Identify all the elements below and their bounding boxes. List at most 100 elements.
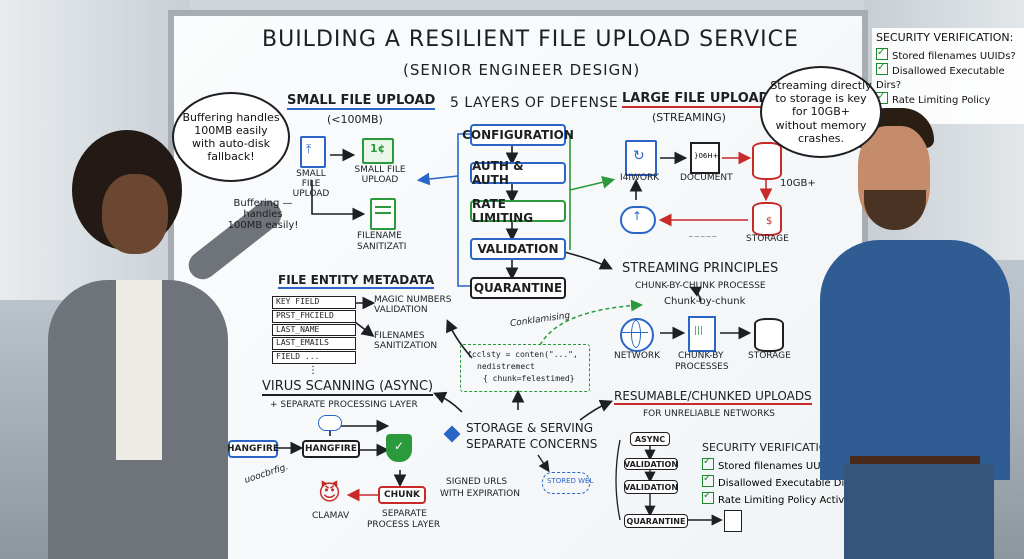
separate-label: SEPARATE (382, 509, 427, 519)
upload-file-icon: ⤒ (300, 136, 326, 168)
large-upload-heading: LARGE FILE UPLOAD (622, 91, 770, 109)
storage-serving-label: STORAGE & SERVING (466, 421, 594, 435)
check-icon (876, 61, 888, 76)
storage-db-icon: $ (752, 202, 782, 236)
expiration-label: WITH EXPIRATION (440, 489, 520, 499)
large-upload-sub: (STREAMING) (652, 111, 726, 124)
stored-well-text: STORED WEL (547, 477, 594, 485)
chunk-label: Chunk-by-chunk (664, 296, 746, 307)
buffering-note: Buffering — handles 100MB easily! (227, 198, 299, 231)
sanitize-doc-icon (370, 198, 396, 230)
presenter-left (20, 130, 287, 559)
speech-bubble-left: Buffering handles 100MB easily with auto… (172, 92, 290, 182)
database-red-icon (752, 142, 782, 180)
money-doc-icon: 1¢ (362, 138, 394, 164)
check-icon (876, 46, 888, 60)
streaming-heading: STREAMING PRINCIPLES (622, 261, 779, 276)
document-icon-label: }06H+ (694, 152, 719, 160)
sanitizati-label: SANITIZATI (357, 242, 407, 252)
validation-box-2: VALIDATION (624, 480, 678, 494)
chunk-by-label: CHUNK-BY (678, 351, 724, 361)
magic-numbers-label: MAGIC NUMBERS VALIDATION (374, 295, 452, 315)
security-corner-item: Stored filenames UUIDs? (876, 46, 1022, 64)
metadata-field: PRST_FHCIELD (272, 309, 356, 323)
network-label-large: I4IWORK (620, 173, 660, 183)
code-line-2: nedistremect (477, 362, 535, 371)
small-upload-heading: SMALL FILE UPLOAD (287, 93, 436, 111)
page-title: BUILDING A RESILIENT FILE UPLOAD SERVICE (262, 27, 799, 52)
small-upload-limit: (<100MB) (327, 113, 383, 126)
clamav-label: CLAMAV (312, 511, 350, 521)
validation-box-1: VALIDATION (623, 458, 679, 470)
resumable-heading: RESUMABLE/CHUNKED UPLOADS (614, 389, 812, 406)
refresh-doc-icon: ↻ (625, 140, 657, 176)
jeans-shape (844, 464, 994, 559)
presenter-right (800, 100, 1024, 559)
check-icon (702, 490, 714, 505)
globe-icon (620, 318, 654, 352)
layer-configuration: CONFIGURATION (462, 124, 574, 146)
document-icon: }06H+ (690, 142, 720, 174)
storage-label: STORAGE (748, 351, 791, 361)
cloud-upload-icon: ↑ (620, 206, 656, 234)
security-board-item: Disallowed Executable Dirs? (702, 473, 872, 489)
filename-label: FILENAME (357, 231, 402, 241)
security-board-heading: SECURITY VERIFICATION: (702, 441, 840, 454)
metadata-field: LAST_NAME (272, 323, 356, 337)
face-shape (102, 174, 168, 254)
virus-heading: VIRUS SCANNING (ASYNC) (262, 379, 434, 397)
hangfire-box-2: HANGFIRE (302, 440, 360, 458)
belt-shape (850, 456, 980, 464)
streaming-sub: CHUNK-BY-CHUNK PROCESSE (635, 281, 766, 291)
storage-label-large: STORAGE (746, 234, 789, 244)
metadata-heading: FILE ENTITY METADATA (278, 273, 435, 290)
security-board-list: SECURITY VERIFICATION: Stored filenames … (702, 441, 872, 509)
metadata-field: LAST_EMAILS (272, 337, 356, 351)
check-icon (702, 473, 714, 488)
shirt-shape (116, 280, 162, 460)
security-corner-heading: SECURITY VERIFICATION: (876, 31, 1014, 44)
code-snippet: fcclsty = conten("...", nedistremect { c… (460, 344, 590, 392)
speech-bubble-right: Streaming directly to storage is key for… (760, 66, 882, 158)
signed-urls-label: SIGNED URLS (446, 477, 508, 487)
small-file-upload-label-1: SMALL FILE UPLOAD (292, 169, 330, 199)
chunk-doc-icon: ||| (688, 316, 716, 352)
page-subtitle: (SENIOR ENGINEER DESIGN) (403, 61, 641, 79)
shirt-blue-shape (820, 240, 1010, 480)
code-line-1: fcclsty = conten("...", (467, 350, 578, 359)
shield-icon: ✓ (386, 434, 412, 462)
metadata-ellipsis: ⋮ (308, 364, 318, 376)
scribble-text: ~~~~~ (688, 233, 718, 241)
chunk-box: CHUNK (378, 486, 426, 504)
layer-auth: AUTH & AUTH (470, 159, 566, 187)
check-icon (702, 456, 714, 471)
clamav-devil-icon: 😈 (318, 481, 341, 506)
size-label: 10GB+ (780, 178, 816, 189)
separate-concerns-label: SEPARATE CONCERNS (466, 437, 598, 451)
small-file-upload-label-2: SMALL FILE UPLOAD (354, 165, 406, 185)
filenames-sanitization-label: FILENAMES SANITIZATION (374, 331, 438, 351)
quarantine-box: QUARANTINE (624, 514, 688, 528)
security-board-item: Rate Limiting Policy Active? (702, 490, 872, 506)
security-corner-item: Disallowed Executable Dirs? (876, 61, 1022, 92)
metadata-field: FIELD ... (272, 351, 356, 364)
document-label: DOCUMENT (680, 173, 733, 183)
async-box: ASYNC (630, 432, 670, 446)
layer-validation: VALIDATION (470, 238, 566, 260)
layers-heading: 5 LAYERS OF DEFENSE (450, 95, 619, 111)
security-board-item: Stored filenames UUIDs? (702, 456, 872, 472)
processes-label: PROCESSES (675, 362, 729, 372)
money-doc-stamp: 1¢ (370, 142, 386, 155)
metadata-field: KEY FIELD (272, 296, 356, 309)
beard-shape (864, 190, 926, 230)
chunk-doc-icon-label: ||| (694, 326, 704, 336)
doc-small-icon (724, 510, 742, 532)
code-line-3: { chunk=felestimed} (483, 374, 575, 383)
virus-sub: + SEPARATE PROCESSING LAYER (270, 400, 418, 410)
resumable-sub: FOR UNRELIABLE NETWORKS (643, 409, 775, 419)
cloud-icon (318, 415, 342, 431)
process-layer-label: PROCESS LAYER (367, 520, 441, 530)
network-label: NETWORK (614, 351, 661, 361)
metadata-table: KEY FIELD PRST_FHCIELD LAST_NAME LAST_EM… (272, 296, 356, 376)
storage-icon (754, 318, 784, 352)
